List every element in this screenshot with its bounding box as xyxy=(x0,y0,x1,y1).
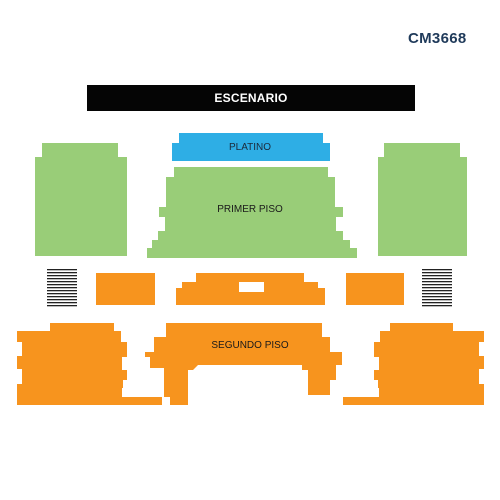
primer-piso-label: PRIMER PISO xyxy=(217,204,283,215)
section-primer-piso-center[interactable]: PRIMER PISO xyxy=(147,167,357,258)
segundo-piso-label: SEGUNDO PISO xyxy=(211,340,288,351)
striped-area-left xyxy=(47,268,77,308)
section-segundo-piso-mid-center[interactable] xyxy=(176,273,325,305)
venue-code: CM3668 xyxy=(408,30,467,47)
striped-area-right xyxy=(422,269,452,307)
platino-label: PLATINO xyxy=(229,142,271,153)
section-primer-piso-left[interactable] xyxy=(35,143,127,256)
section-segundo-piso-lower-left[interactable] xyxy=(17,323,162,405)
section-primer-piso-right[interactable] xyxy=(378,143,467,256)
section-platino[interactable]: PLATINO xyxy=(172,133,330,161)
stage-escenario: ESCENARIO xyxy=(87,85,415,111)
gap-box xyxy=(239,282,264,292)
section-segundo-piso-lower-right[interactable] xyxy=(343,323,484,405)
section-segundo-piso-mid-right[interactable] xyxy=(346,273,404,305)
section-segundo-piso-mid-left[interactable] xyxy=(96,273,155,305)
section-segundo-piso-lower-center[interactable]: SEGUNDO PISO xyxy=(145,323,342,405)
